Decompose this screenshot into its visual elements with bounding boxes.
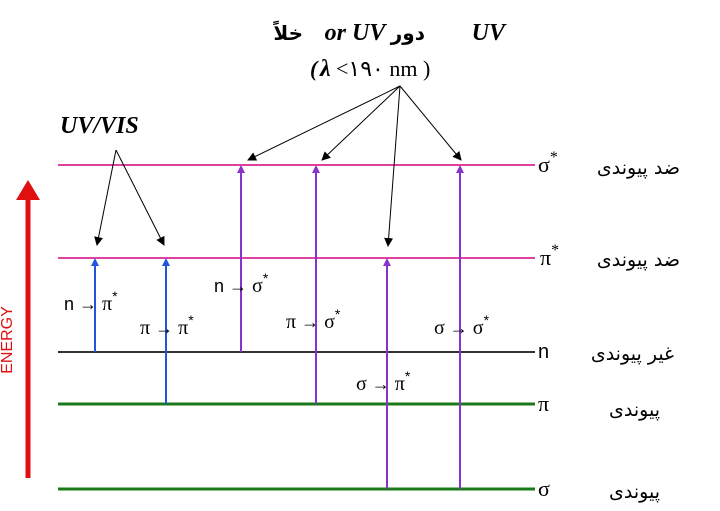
energy-axis: ENERGY: [0, 180, 40, 478]
pointer-uvvis-2: [115, 149, 165, 246]
level-label-sigma-star: ضد پیوندی: [597, 157, 680, 179]
energy-arrow-head: [16, 180, 40, 200]
title-lambda: λ: [319, 56, 331, 82]
level-symbol-sigma-star: σ*: [538, 149, 558, 177]
pointer-uvvis-1: [94, 149, 117, 246]
label-n-pi-star: n → π*: [64, 288, 118, 315]
level-label-pi-star: ضد پیوندی: [597, 249, 680, 271]
title-arabic-1: دور: [390, 21, 425, 45]
pointer-uv-1: [247, 85, 401, 161]
pointer-lines: [94, 85, 462, 247]
title-arabic-2: خلاً: [273, 20, 303, 45]
pointer-uv-2: [321, 85, 401, 161]
transition-arrows: [91, 165, 464, 489]
label-sigma-pi-star: σ → π*: [356, 368, 411, 395]
svg-text:UV: UV: [472, 20, 507, 46]
title-open-paren: (: [310, 56, 319, 81]
title-uv-right: UV: [472, 20, 507, 46]
title: UV دور or UV خلاً ( λ <۱۹۰ nm ): [273, 20, 507, 82]
label-pi-sigma-star: π → σ*: [286, 306, 341, 333]
energy-label: ENERGY: [0, 306, 16, 374]
label-sigma-sigma-star: σ → σ*: [434, 312, 490, 339]
title-or-uv: or UV: [325, 20, 388, 46]
pointer-uv-3: [384, 85, 401, 247]
title-wavelength: <۱۹۰ nm ): [336, 56, 430, 81]
pointer-uv-4: [399, 85, 462, 161]
label-n-sigma-star: n → σ*: [214, 270, 269, 297]
level-label-pi: پیوندی: [609, 399, 660, 421]
level-symbol-n: n: [538, 341, 549, 363]
level-labels: σ* ضد پیوندی π* ضد پیوندی n غیر پیوندی π…: [538, 149, 680, 503]
label-pi-pi-star: π → π*: [140, 312, 194, 339]
level-label-sigma: پیوندی: [609, 481, 660, 503]
transition-labels: n → π* π → π* n → σ* π → σ* σ → π* σ → σ…: [64, 270, 490, 395]
level-symbol-pi-star: π*: [540, 242, 559, 270]
level-symbol-sigma: σ: [538, 476, 550, 501]
energy-levels: [58, 164, 535, 491]
level-symbol-pi: π: [538, 391, 549, 416]
level-label-n: غیر پیوندی: [591, 343, 674, 365]
uvvis-label: UV/VIS: [60, 113, 139, 139]
